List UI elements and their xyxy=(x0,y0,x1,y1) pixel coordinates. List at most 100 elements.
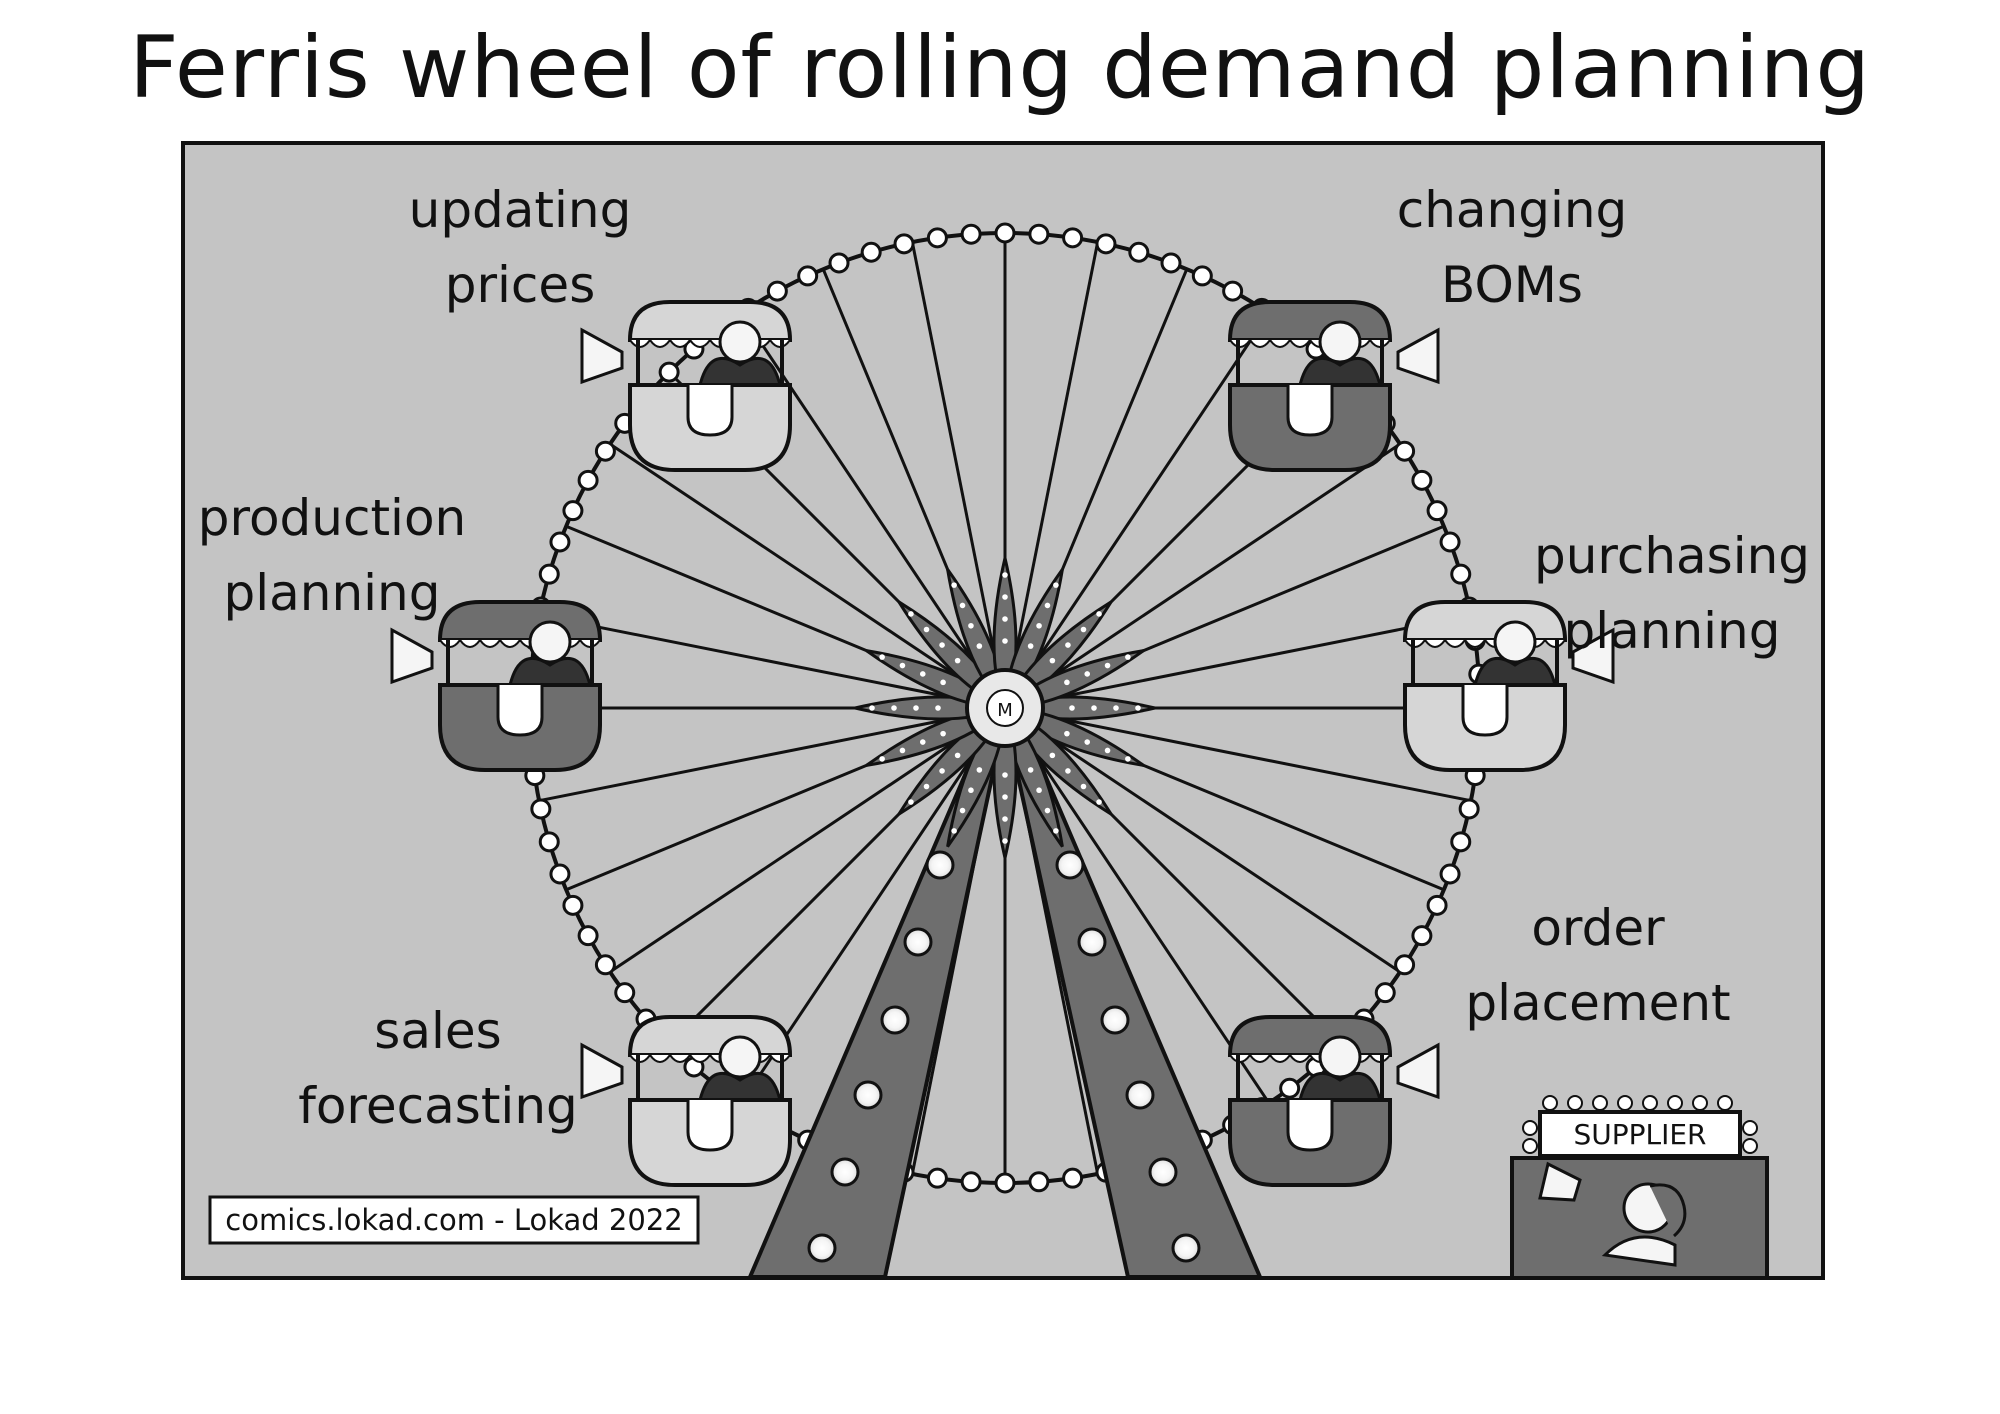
petal-light xyxy=(1084,739,1091,745)
spoke xyxy=(609,706,1006,974)
leg-bulb xyxy=(830,1157,860,1187)
gondolas xyxy=(390,300,1615,1187)
gondola-roof xyxy=(1227,1015,1393,1057)
petal-light xyxy=(908,611,914,617)
spoke xyxy=(609,442,1006,710)
petal-light xyxy=(919,739,926,745)
rim-bulb xyxy=(1160,252,1182,274)
passenger-head xyxy=(1493,620,1537,664)
sign-bulb xyxy=(1522,1120,1538,1136)
roof-scallop xyxy=(1269,339,1291,348)
sign-bulb xyxy=(1642,1095,1658,1111)
roof-scallop xyxy=(1424,639,1446,648)
roof-scallop xyxy=(479,639,501,648)
svg-text:production: production xyxy=(198,489,466,547)
petal-light xyxy=(899,747,906,754)
leg-bulb xyxy=(1171,1233,1201,1263)
roof-scallop xyxy=(689,339,711,348)
rim-bulb xyxy=(1450,563,1472,585)
petal-light xyxy=(879,756,885,762)
gondola-production-planning xyxy=(390,600,603,772)
rim-bulb xyxy=(1426,894,1448,916)
spoke xyxy=(538,706,1006,803)
rim-bulb xyxy=(658,361,680,383)
label-order-placement: order placement xyxy=(1465,899,1730,1032)
rim-bulb xyxy=(828,252,850,274)
petal-light xyxy=(869,705,875,711)
rim-bulb xyxy=(530,798,552,820)
rim-bulb xyxy=(594,954,616,976)
passenger-body xyxy=(1473,656,1557,687)
gondola-window xyxy=(1461,685,1509,737)
roof-scallop xyxy=(689,1054,711,1063)
svg-text:purchasing: purchasing xyxy=(1534,527,1810,585)
petal-light xyxy=(951,582,957,588)
petal-light xyxy=(1091,705,1097,711)
petal-light xyxy=(976,767,983,773)
megaphone-icon xyxy=(1571,627,1615,685)
rim-bulb xyxy=(994,222,1016,244)
gondola-roof xyxy=(437,600,603,642)
petal-light xyxy=(940,679,946,686)
petal-light xyxy=(1125,756,1131,762)
petal-light xyxy=(1125,654,1131,660)
rim-bulb xyxy=(562,894,584,916)
gondola-order-placement xyxy=(1227,1015,1440,1187)
gondola-updating-prices xyxy=(580,300,793,472)
sign-bulb xyxy=(1592,1095,1608,1111)
rim-bulb xyxy=(614,982,636,1004)
petal-light xyxy=(1027,767,1034,773)
petal-light xyxy=(1096,799,1102,805)
megaphone-icon xyxy=(1396,327,1440,385)
petal-light xyxy=(1069,705,1075,711)
megaphone-icon xyxy=(580,327,624,385)
petal-light xyxy=(1036,622,1042,629)
petal-light xyxy=(1104,662,1111,669)
leg-bulb xyxy=(1100,1005,1130,1035)
rim-bulb xyxy=(594,440,616,462)
roof-scallop xyxy=(1464,639,1486,648)
svg-text:planning: planning xyxy=(224,564,441,622)
spoke xyxy=(1003,707,1271,1104)
petal-light xyxy=(913,705,919,711)
petal-light xyxy=(1002,816,1008,822)
passenger-head xyxy=(1318,1035,1362,1079)
petal-light xyxy=(1104,747,1111,754)
petal-light xyxy=(1044,807,1051,814)
sign-bulb xyxy=(1717,1095,1733,1111)
sign-bulb xyxy=(1742,1138,1758,1154)
svg-text:prices: prices xyxy=(445,256,596,314)
supplier-sign: SUPPLIER xyxy=(1573,1118,1706,1151)
rim-bulb xyxy=(538,563,560,585)
gondola-roof xyxy=(1402,600,1568,642)
passenger-body xyxy=(1298,1071,1382,1102)
label-sales-forecasting: sales forecasting xyxy=(298,1002,578,1135)
petal-light xyxy=(1002,838,1008,844)
passenger-body xyxy=(698,356,782,387)
roof-scallop xyxy=(1249,1054,1271,1063)
rim-bulb xyxy=(562,500,584,522)
gondola-changing-boms xyxy=(1227,300,1440,472)
rim-bulb xyxy=(1095,233,1117,255)
label-purchasing-planning: purchasing planning xyxy=(1534,527,1810,660)
svg-text:planning: planning xyxy=(1564,602,1781,660)
rim-bulb xyxy=(577,925,599,947)
hub-logo: M xyxy=(965,668,1045,748)
sign-bulb xyxy=(1567,1095,1583,1111)
megaphone-icon xyxy=(1396,1042,1440,1100)
spoke xyxy=(910,241,1007,709)
petal-light xyxy=(968,622,974,629)
rim-bulb xyxy=(797,265,819,287)
petal-light xyxy=(1027,643,1034,649)
petal-light xyxy=(1002,794,1008,800)
petal-light xyxy=(935,705,941,711)
gondola-roof xyxy=(1227,300,1393,342)
svg-text:order: order xyxy=(1531,899,1665,957)
spoke xyxy=(1004,706,1472,803)
petal-light xyxy=(1002,616,1008,622)
svg-text:BOMs: BOMs xyxy=(1441,256,1583,314)
rim-bulb xyxy=(1062,227,1084,249)
supplier-megaphone-icon xyxy=(1538,1161,1582,1202)
rim-bulb xyxy=(860,241,882,263)
